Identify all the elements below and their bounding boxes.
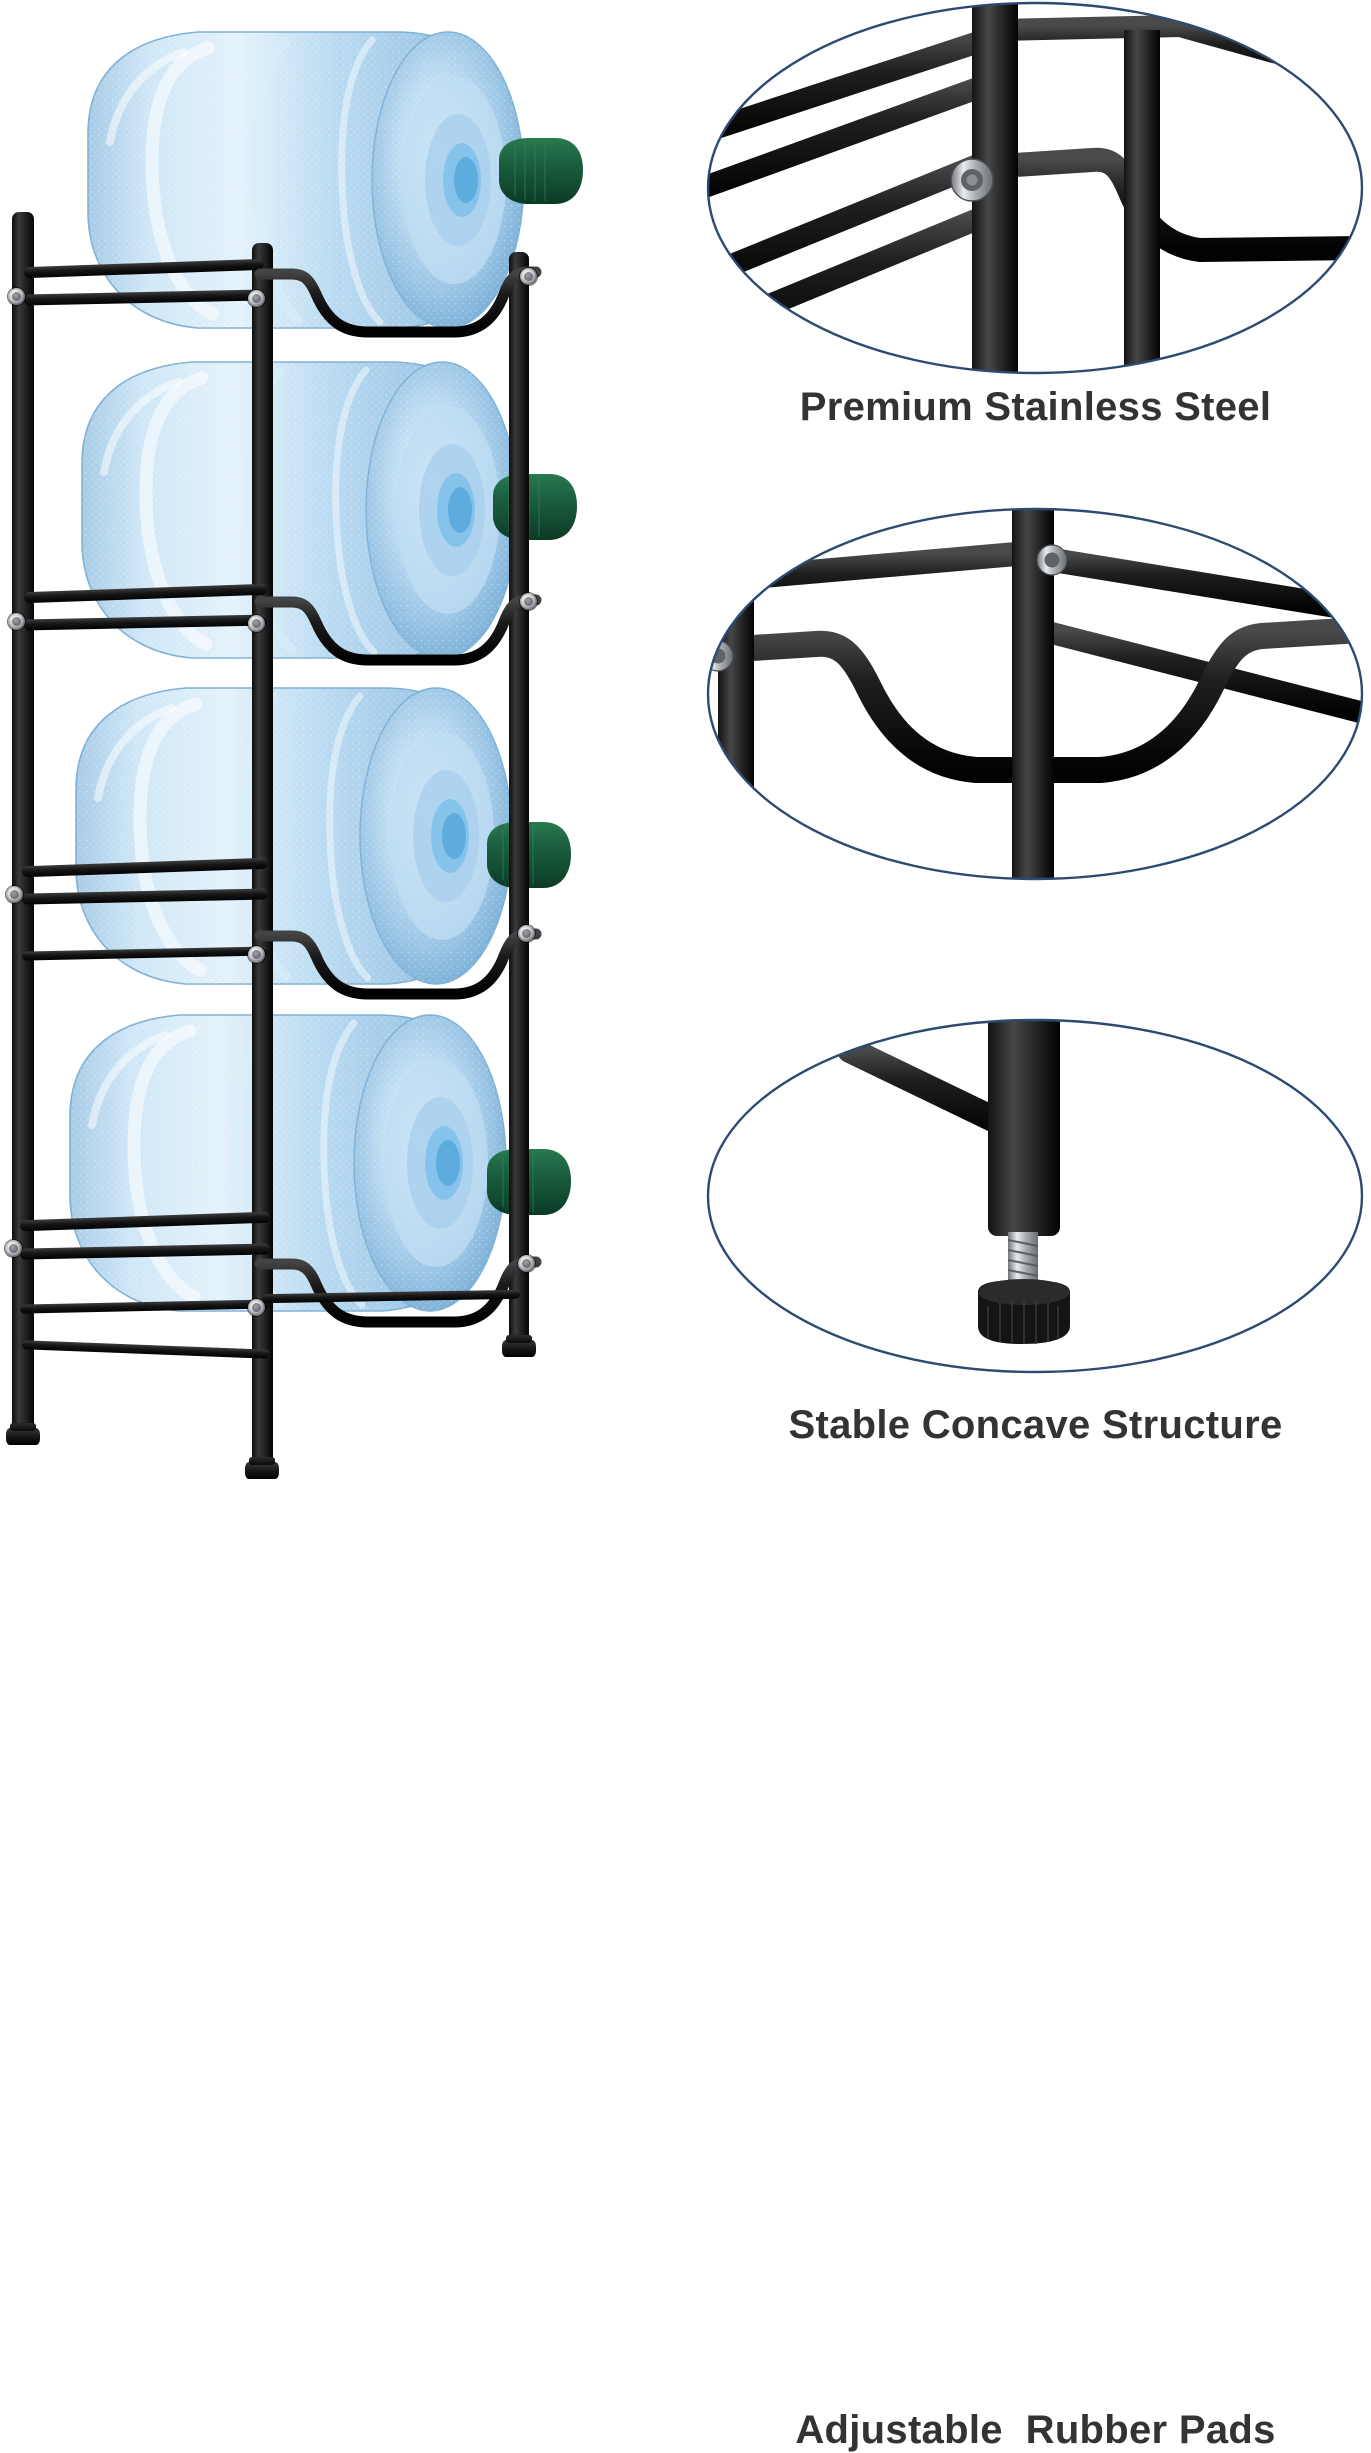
- feature-stable-concave-structure: Stable Concave Structure: [700, 498, 1371, 1447]
- storage-rack-frame: [0, 0, 700, 1479]
- callout-illustration: [700, 1000, 1371, 1392]
- feature-label: Premium Stainless Steel: [799, 385, 1272, 429]
- rack-rail: [23, 289, 265, 306]
- feature-callouts: Premium Stainless Steel: [700, 0, 1371, 2452]
- rack-screw: [8, 288, 25, 305]
- rack-rail: [21, 888, 269, 905]
- rack-screw: [6, 886, 23, 903]
- rack-base-rail: [21, 1340, 271, 1359]
- rack-screw: [5, 1240, 22, 1257]
- adjustable-rubber-foot: [245, 1457, 279, 1479]
- rack-screw: [518, 1255, 535, 1272]
- feature-label: Stable Concave Structure: [788, 1403, 1283, 1447]
- rack-rail: [23, 614, 268, 631]
- rack-rail: [21, 857, 269, 878]
- callout-illustration: [700, 0, 1371, 380]
- bottle-cap: [493, 136, 585, 208]
- water-bottle: [30, 1005, 590, 1330]
- rack-rail: [23, 583, 268, 604]
- feature-premium-stainless-steel: Premium Stainless Steel: [700, 0, 1371, 429]
- rack-rail: [19, 1243, 271, 1260]
- rack-rail: [21, 946, 269, 961]
- rack-screw: [520, 593, 537, 610]
- concave-cradle-bar: [254, 266, 542, 342]
- water-bottle: [48, 22, 608, 347]
- rack-rail: [19, 1299, 271, 1314]
- product-photo: [0, 0, 700, 1479]
- rack-screw: [8, 613, 25, 630]
- feature-adjustable-rubber-pads: Adjustable Rubber Pads: [700, 1000, 1371, 2452]
- adjustable-rubber-foot: [6, 1423, 40, 1445]
- callout-illustration: [700, 498, 1371, 890]
- concave-cradle-bar: [254, 1256, 542, 1332]
- feature-label: Adjustable Rubber Pads: [795, 2408, 1276, 2452]
- rack-rail: [23, 258, 265, 279]
- water-bottle: [36, 678, 596, 1003]
- adjustable-rubber-foot: [502, 1335, 536, 1357]
- rack-rail: [19, 1211, 271, 1232]
- rack-post-left: [12, 212, 34, 1434]
- rack-screw: [518, 925, 535, 942]
- rack-screw: [248, 290, 265, 307]
- rack-post-right: [509, 252, 529, 1346]
- rack-screw: [520, 268, 537, 285]
- rack-screw: [248, 615, 265, 632]
- concave-cradle-bar: [254, 928, 542, 1004]
- water-bottle: [42, 352, 602, 677]
- rack-screw: [248, 946, 265, 963]
- rack-screw: [248, 1299, 265, 1316]
- rack-post-middle: [252, 243, 273, 1469]
- concave-cradle-bar: [254, 594, 542, 670]
